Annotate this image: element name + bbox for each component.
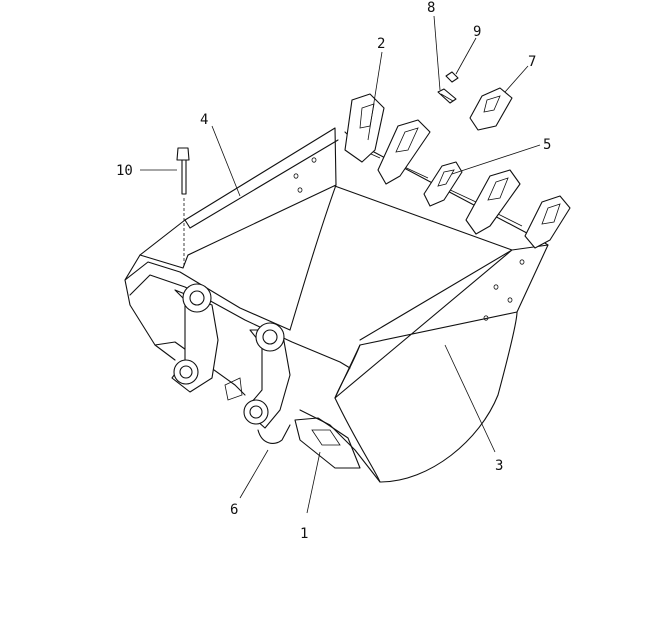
leader-3 [444, 344, 496, 453]
callout-3: 3 [495, 458, 503, 474]
tooth-4 [465, 169, 521, 235]
right-upper-bore [262, 329, 278, 345]
left-side-plate [139, 127, 337, 269]
leader-lines [140, 15, 541, 514]
tooth-5 [524, 195, 571, 249]
left-upper-boss [182, 283, 212, 313]
side-rim-strip [184, 139, 339, 229]
callout-1: 1 [300, 526, 308, 542]
pin-8 [437, 88, 457, 104]
callout-4: 4 [200, 112, 208, 128]
tooth-7 [469, 87, 513, 131]
bucket-left-edge [124, 254, 176, 361]
bucket-back-shell [289, 184, 337, 331]
left-upper-bore [189, 290, 205, 306]
bucket-shell-curve [334, 311, 518, 483]
wear-plate-slot [311, 429, 341, 446]
callout-8: 8 [427, 0, 435, 16]
callout-2: 2 [377, 36, 385, 52]
side-plate-holes [293, 157, 525, 321]
hole [297, 187, 303, 193]
leader-7 [504, 65, 529, 93]
hole [293, 173, 299, 179]
bucket-left-back [124, 261, 291, 331]
tooth-row [344, 71, 571, 249]
tooth-3 [423, 161, 463, 207]
right-upper-boss [255, 322, 285, 352]
bucket-back-shell-lower [334, 344, 361, 399]
tooth-1 [344, 93, 385, 163]
right-lower-bore [249, 405, 263, 419]
callout-5: 5 [543, 137, 551, 153]
leader-8 [433, 15, 441, 91]
left-lower-bore [179, 365, 193, 379]
mounting-bosses [171, 283, 291, 444]
hole [493, 284, 499, 290]
bottom-lug [257, 424, 291, 444]
tooth-2 [377, 119, 431, 185]
bucket-wear-plate [294, 417, 361, 469]
lock-9 [445, 71, 459, 83]
hole [483, 315, 489, 321]
callout-9: 9 [473, 24, 481, 40]
bolt-10 [176, 147, 190, 268]
leader-1 [306, 451, 321, 514]
hole [311, 157, 317, 163]
bucket-bottom [299, 409, 381, 483]
hole [519, 259, 525, 265]
callout-labels: 1 2 3 4 5 6 7 8 9 10 [116, 0, 551, 542]
callout-7: 7 [528, 54, 536, 70]
callout-6: 6 [230, 502, 238, 518]
leader-4 [211, 125, 241, 197]
left-lower-boss [173, 359, 199, 385]
leader-9 [455, 37, 477, 75]
leader-2 [367, 51, 383, 141]
hole [507, 297, 513, 303]
right-lower-boss [243, 399, 269, 425]
bracket-slot [224, 377, 243, 401]
leader-6 [239, 449, 269, 499]
callout-10: 10 [116, 163, 133, 179]
leader-5 [451, 144, 541, 175]
bucket-mount-plate [129, 274, 351, 369]
